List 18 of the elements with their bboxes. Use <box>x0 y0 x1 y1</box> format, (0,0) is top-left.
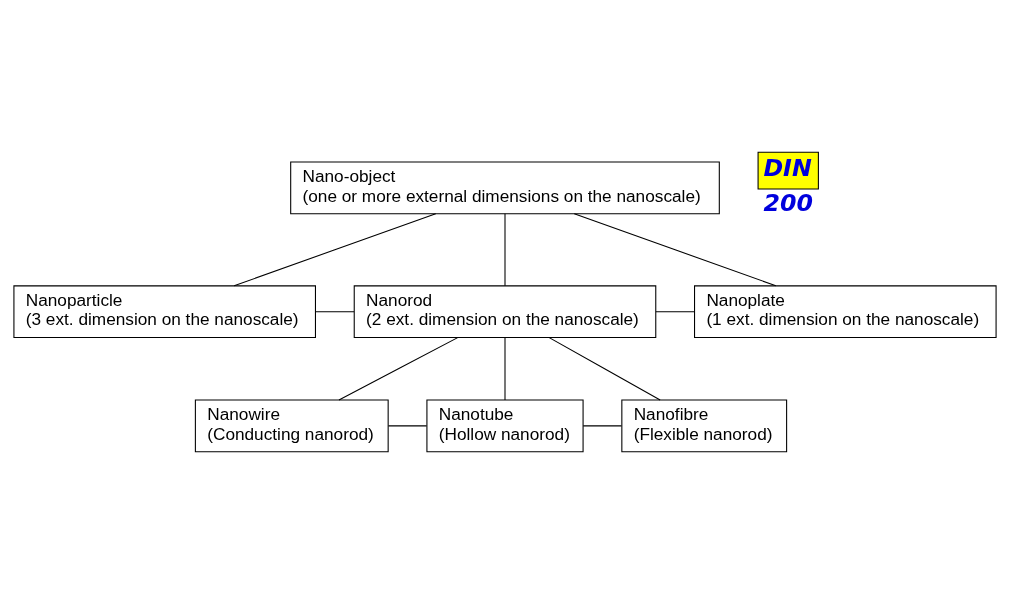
node-box: Nanoparticle (3 ext. dimension on the nanoscale) <box>12 285 316 339</box>
connector <box>573 213 776 287</box>
node-box: Nanotube (Hollow nanorod) <box>425 399 584 453</box>
connector <box>582 425 622 427</box>
node-box: Nanorod (2 ext. dimension on the nanoscale) <box>353 285 656 339</box>
connector <box>548 337 661 401</box>
connector <box>233 213 436 287</box>
connector <box>314 311 355 313</box>
node-box: Nanoplate (1 ext. dimension on the nanoscale) <box>693 285 997 339</box>
node-box: Nanowire (Conducting nanorod) <box>194 399 389 453</box>
connector <box>503 213 506 287</box>
node-box: Nano-object (one or more external dimensions on the nanoscale) <box>289 161 720 215</box>
connector <box>387 425 427 427</box>
connector <box>503 337 506 401</box>
node-box: Nanofibre (Flexible nanorod) <box>620 399 787 453</box>
connector <box>337 337 458 401</box>
node-label: 200 <box>762 189 813 218</box>
connector <box>654 311 695 313</box>
